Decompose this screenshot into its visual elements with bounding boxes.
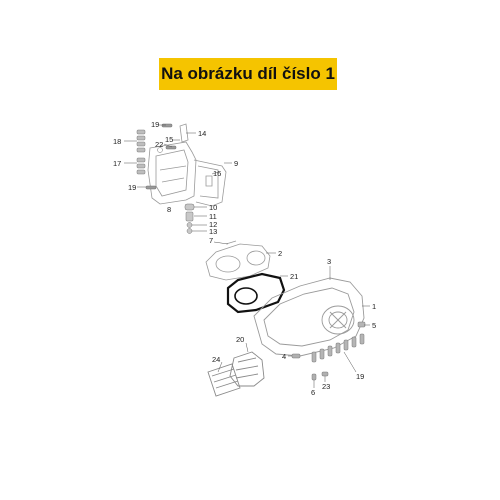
washer-3 — [136, 141, 146, 147]
clip-part-14 — [179, 123, 189, 143]
callout-8: 8 — [167, 205, 171, 214]
screw-19-top — [161, 123, 173, 128]
part-12 — [186, 222, 193, 228]
callout-10: 10 — [209, 203, 217, 212]
callout-15: 15 — [165, 135, 173, 144]
bolt-3 — [327, 345, 333, 357]
callout-19-top: 19 — [151, 120, 159, 129]
callout-20: 20 — [236, 335, 244, 344]
callout-22: 22 — [155, 140, 163, 149]
callout-9: 9 — [234, 159, 238, 168]
housing-rib-b — [161, 177, 185, 183]
callout-14: 14 — [198, 129, 206, 138]
inner-cover-part-2 — [205, 240, 271, 281]
callout-16: 16 — [213, 169, 221, 178]
outer-cover-hub-ring — [321, 305, 355, 335]
callout-19-left: 19 — [128, 183, 136, 192]
gasket-inner-hole — [234, 287, 258, 305]
washer-1 — [136, 129, 146, 135]
washer-4 — [136, 147, 146, 153]
bolt-2 — [319, 348, 325, 360]
leader-20 — [245, 342, 249, 353]
gasket-outline — [226, 272, 286, 314]
callout-1: 1 — [372, 302, 376, 311]
inner-cover-outline — [205, 243, 271, 281]
bolt-row — [311, 321, 366, 363]
callout-24: 24 — [212, 355, 220, 364]
leader-22 — [163, 143, 173, 148]
cover-plate-inner — [197, 165, 219, 199]
callout-6: 6 — [311, 388, 315, 397]
callout-3: 3 — [327, 257, 331, 266]
callout-5: 5 — [372, 321, 376, 330]
housing-inner-outline — [155, 149, 189, 197]
leader-lines — [124, 124, 370, 388]
washer-7 — [136, 169, 146, 175]
cover-plate-part-9 — [193, 159, 227, 207]
washer-5 — [136, 157, 146, 163]
callout-12: 12 — [209, 220, 217, 229]
part-10 — [184, 203, 195, 211]
callout-17: 17 — [113, 159, 121, 168]
part-11-spring — [185, 211, 194, 222]
callout-19-bottom: 19 — [356, 372, 364, 381]
leader-16 — [211, 171, 220, 175]
gasket-part-21 — [226, 272, 286, 314]
fastener-stack — [136, 129, 146, 175]
bolt-5-side — [357, 321, 366, 328]
callout-labels: 19 14 15 18 22 16 9 17 19 8 10 11 12 13 … — [113, 120, 376, 397]
bolt-6 — [351, 336, 357, 348]
washer-2 — [136, 135, 146, 141]
bottom-clips — [291, 353, 329, 381]
callout-13: 13 — [209, 227, 217, 236]
clip-part-4 — [291, 353, 301, 359]
intake-duct-assembly — [207, 351, 265, 397]
clip-part-23 — [321, 371, 329, 377]
callout-2: 2 — [278, 249, 282, 258]
housing-rib-a — [159, 165, 187, 171]
bolt-7 — [359, 333, 365, 345]
callout-7: 7 — [209, 236, 213, 245]
bolt-4 — [335, 342, 341, 354]
duct-20-ribs — [235, 357, 259, 379]
callout-21: 21 — [290, 272, 298, 281]
outer-cover-inner-edge — [263, 287, 355, 347]
upper-housing-assembly — [147, 123, 227, 207]
clip-part-6 — [311, 373, 317, 381]
middle-small-parts — [184, 203, 195, 234]
ring-15 — [157, 147, 163, 153]
inner-cover-left-disc — [215, 255, 241, 273]
duct-24-ribs — [211, 368, 239, 389]
washer-6 — [136, 163, 146, 169]
outer-cover-rib-2 — [329, 311, 347, 329]
outer-cover-hub-inner — [328, 311, 348, 329]
leader-24 — [217, 361, 223, 373]
screw-22 — [165, 145, 177, 150]
bolt-5 — [343, 339, 349, 351]
callout-18: 18 — [113, 137, 121, 146]
part-13 — [186, 228, 193, 234]
leader-19-bottom — [343, 351, 357, 373]
inner-cover-right-disc — [246, 250, 266, 266]
housing-part-8 — [147, 141, 197, 205]
callout-23: 23 — [322, 382, 330, 391]
inner-cover-bolt — [225, 240, 237, 245]
leader-7 — [213, 241, 229, 245]
duct-part-20 — [229, 351, 265, 387]
callout-11: 11 — [209, 212, 217, 221]
callout-4: 4 — [282, 352, 286, 361]
screw-19-left — [145, 185, 157, 190]
clip-part-16 — [205, 175, 213, 187]
small-screws — [145, 123, 177, 190]
bolt-1 — [311, 351, 317, 363]
outer-cover-outline — [253, 277, 365, 357]
banner-text: Na obrázku díl číslo 1 — [161, 64, 335, 83]
outer-cover-part-1 — [253, 277, 365, 357]
part-number-banner: Na obrázku díl číslo 1 — [159, 58, 337, 90]
duct-part-24 — [207, 363, 241, 397]
